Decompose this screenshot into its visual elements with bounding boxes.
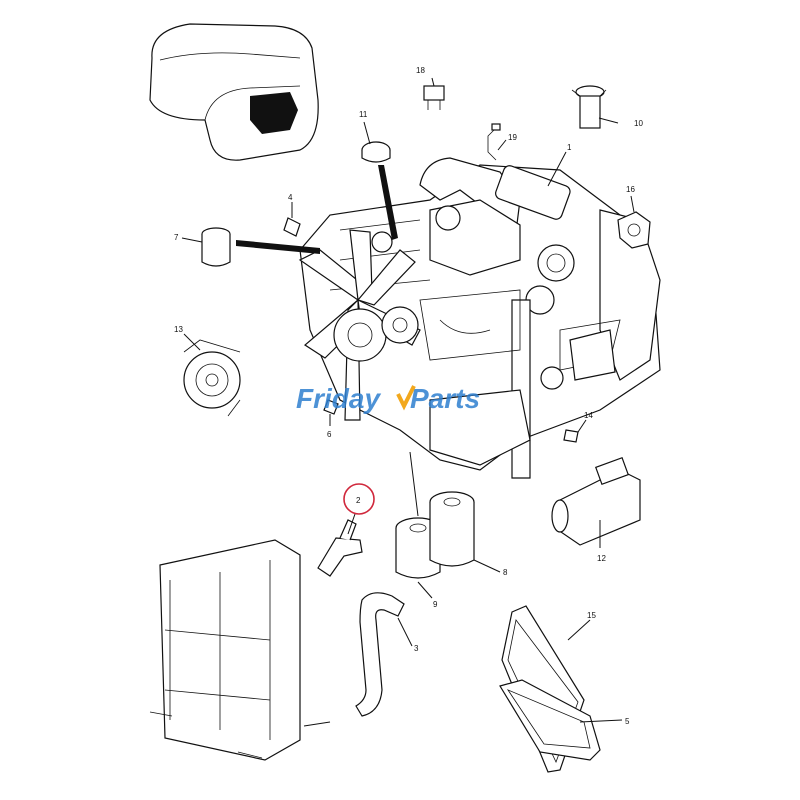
callout-19: 19 [508, 133, 517, 142]
callout-labels: 1 2 3 4 5 6 7 8 9 10 11 12 13 14 15 16 1… [174, 66, 643, 726]
part-19-sensor [487, 123, 501, 161]
part-4-sensor [283, 217, 301, 237]
part-3-hose [355, 592, 405, 717]
part-8-filter [429, 491, 475, 567]
part-7-filter [201, 227, 320, 267]
watermark-text-a: Friday [296, 383, 381, 414]
callout-2: 2 [356, 496, 361, 505]
watermark-text-b: Parts [410, 383, 480, 414]
callout-14: 14 [584, 411, 593, 420]
radiator [149, 539, 301, 761]
part-13-alternator [183, 339, 241, 417]
leader-lines [181, 77, 635, 727]
callout-12: 12 [597, 554, 606, 563]
part-6-sensor [323, 399, 339, 415]
callout-6: 6 [327, 430, 332, 439]
seat-cover [149, 23, 319, 161]
part-10-fuel-filter [571, 85, 607, 129]
callout-18: 18 [416, 66, 425, 75]
part-14-switch [563, 429, 579, 443]
callout-16: 16 [626, 185, 635, 194]
part-2-hose [317, 519, 363, 577]
callout-7: 7 [174, 233, 179, 242]
watermark-check-icon [396, 385, 416, 411]
callout-13: 13 [174, 325, 183, 334]
highlight-circle [343, 483, 375, 515]
engine-assembly [299, 157, 661, 479]
callout-8: 8 [503, 568, 508, 577]
part-5-belt [499, 679, 601, 761]
callout-15: 15 [587, 611, 596, 620]
callout-11: 11 [359, 110, 368, 119]
callout-3: 3 [414, 644, 419, 653]
callout-10: 10 [634, 119, 643, 128]
callout-4: 4 [288, 193, 293, 202]
part-12-starter [551, 456, 641, 546]
fan [298, 229, 421, 421]
watermark: Friday Parts [296, 383, 480, 414]
callout-9: 9 [433, 600, 438, 609]
part-16-gasket [617, 211, 651, 249]
callout-1: 1 [567, 143, 572, 152]
part-9-filter [395, 517, 441, 579]
callout-5: 5 [625, 717, 630, 726]
part-18-relay [423, 85, 445, 110]
part-11-filler-cap [361, 141, 398, 240]
